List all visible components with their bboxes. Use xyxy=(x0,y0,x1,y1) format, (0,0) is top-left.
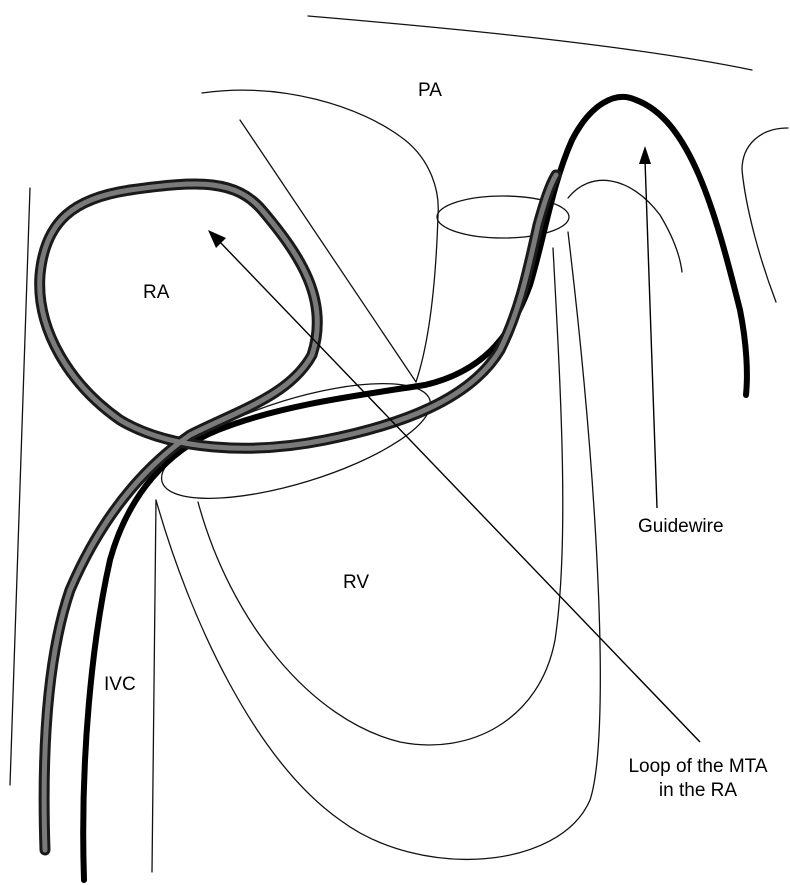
label-ivc: IVC xyxy=(104,674,136,695)
septum-line xyxy=(240,120,416,382)
loop-arrow xyxy=(208,230,700,742)
pa-trunk-left xyxy=(416,215,438,382)
label-pa: PA xyxy=(418,80,442,101)
label-loop-line2: in the RA xyxy=(659,780,737,801)
left-body-outline xyxy=(10,188,30,785)
anatomy-outlines xyxy=(10,16,788,872)
ivc-line xyxy=(152,500,156,872)
pa-top-outline xyxy=(308,16,752,70)
label-loop-line1: Loop of the MTA xyxy=(628,756,767,777)
label-rv: RV xyxy=(343,572,369,593)
far-right-outline xyxy=(742,128,788,302)
label-ra: RA xyxy=(143,282,170,303)
mta-catheter xyxy=(40,175,556,850)
pa-right-branch xyxy=(568,180,682,272)
label-guidewire: Guidewire xyxy=(638,516,724,537)
